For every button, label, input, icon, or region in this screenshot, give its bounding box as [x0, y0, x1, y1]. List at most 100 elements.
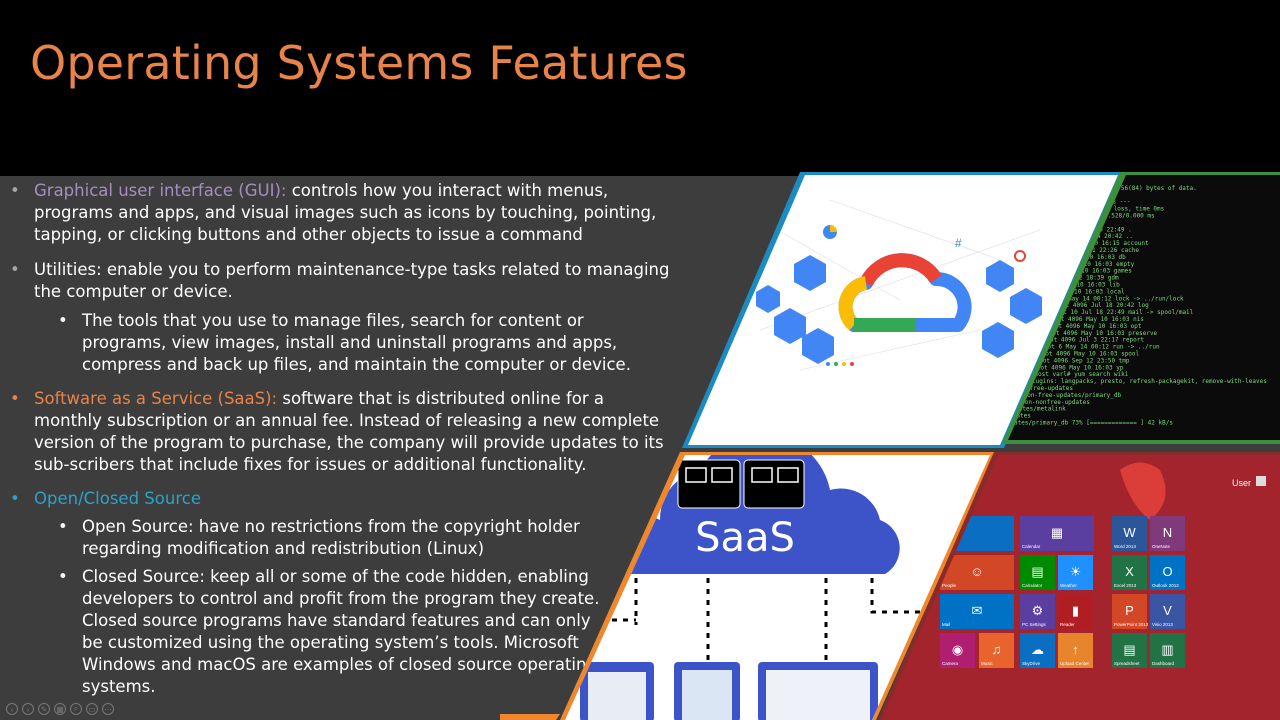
- tile-label: Reader: [1060, 622, 1075, 627]
- tile-icon: W: [1123, 525, 1136, 540]
- user-avatar: [1256, 476, 1266, 486]
- start-tile[interactable]: ◉ Camera: [940, 633, 975, 668]
- previous-icon[interactable]: ‹: [6, 703, 18, 715]
- connection-lines: [612, 578, 920, 660]
- tile-icon: ☀: [1070, 564, 1082, 579]
- pie-chart-icon: [823, 225, 837, 239]
- terminal-line: root 4096 May 10 16:03 spool: [1038, 351, 1140, 358]
- tile-icon: P: [1125, 603, 1134, 618]
- terminal-line: 11 May 14 00:12 lock -> ../run/lock: [1057, 295, 1184, 302]
- tile-label: Upload Center: [1060, 661, 1090, 666]
- tile-background: [940, 594, 1014, 629]
- tile-icon: V: [1163, 603, 1172, 618]
- tile-label: Calendar: [1022, 544, 1041, 549]
- terminal-line: May 10 16:03 empty: [1069, 261, 1134, 268]
- start-tile[interactable]: ▮ Reader: [1058, 594, 1093, 629]
- start-tile[interactable]: ☺People: [940, 555, 1014, 590]
- terminal-line: May 10 16:03 local: [1060, 288, 1125, 295]
- hexagon-icon: [774, 308, 806, 344]
- start-tile[interactable]: ▤Calculator: [1020, 555, 1055, 590]
- tile-label: Visio 2013: [1152, 622, 1173, 627]
- slides-icon[interactable]: ▦: [54, 703, 66, 715]
- terminal-line: ates: [1016, 413, 1031, 420]
- tile-label: People: [942, 583, 957, 588]
- device-screens: [580, 662, 878, 720]
- start-tile[interactable]: ↑Upload Center: [1058, 633, 1093, 668]
- zoom-icon[interactable]: ⌕: [70, 703, 82, 715]
- tile-icon: ▦: [1051, 525, 1063, 540]
- bullet-saas: • Software as a Service (SaaS): software…: [10, 388, 674, 476]
- tile-background: [1150, 555, 1185, 590]
- tile-icon: N: [1163, 525, 1172, 540]
- dots-icon: [826, 362, 854, 366]
- start-tile[interactable]: ♫Music: [979, 633, 1014, 668]
- start-tile[interactable]: V Visio 2013: [1150, 594, 1185, 629]
- terminal-line: May 10 16:03 lib: [1062, 282, 1120, 289]
- tile-icon: ♫: [992, 642, 1002, 657]
- terminal-line: root 4096 Jul 18 20:42 log: [1055, 302, 1149, 309]
- hexagon-icon: [756, 285, 780, 313]
- start-tile[interactable]: ☁SkyDrive: [1020, 633, 1055, 668]
- terminal-line: root 4096 Jul 3 22:17 report: [1043, 337, 1145, 344]
- start-tile[interactable]: ☀ Weather: [1058, 555, 1093, 590]
- pen-icon[interactable]: ✎: [38, 703, 50, 715]
- tile-label: SkyDrive: [1022, 661, 1040, 666]
- tile-icon: ⚙: [1032, 603, 1044, 618]
- start-tile[interactable]: ⚙ PC Settings: [1020, 594, 1055, 629]
- title-band: Operating Systems Features: [0, 0, 1280, 176]
- terminal-line: ates/primary_db 73% [============= ] 42 …: [1014, 420, 1173, 427]
- hexagon-icon: [1010, 288, 1042, 324]
- tile-icon: O: [1162, 564, 1172, 579]
- terminal-line: Sep 14 20:42 ..: [1079, 233, 1133, 240]
- terminal-line: May 10 16:15 account: [1076, 240, 1149, 247]
- tile-icon: ▮: [1072, 603, 1079, 618]
- terminal-output: ping(52.2) 56(84) bytes of data.tistics …: [1014, 178, 1267, 427]
- terminal-line: ates/metalink: [1019, 406, 1066, 413]
- tile-label: Weather: [1060, 583, 1077, 588]
- terminal-line: root 4096 May 10 16:03 opt: [1048, 323, 1142, 330]
- tile-icon: X: [1125, 564, 1134, 579]
- tile-icon: ▤: [1031, 564, 1043, 579]
- terminal-line: -free-updates: [1026, 385, 1073, 392]
- bullet-open-closed: • Open/Closed Source: [10, 488, 674, 510]
- tile-label: PC Settings: [1022, 622, 1047, 627]
- tile-background: [1020, 555, 1055, 590]
- terminal-line: (52.2) 56(84) bytes of data.: [1096, 185, 1197, 192]
- accent-bar: [500, 714, 560, 720]
- terminal-line: plugins: langpacks, presto, refresh-pack…: [1028, 378, 1267, 385]
- start-tile[interactable]: ▦ Calendar: [1020, 516, 1094, 551]
- start-tile[interactable]: ▥Dashboard: [1150, 633, 1185, 668]
- next-icon[interactable]: ›: [22, 703, 34, 715]
- slide-title: Operating Systems Features: [30, 36, 688, 90]
- bullet-dot: •: [58, 567, 68, 586]
- tile-icon: ◉: [952, 642, 963, 657]
- tile-background: [940, 633, 975, 668]
- fish-artwork: [1120, 462, 1166, 520]
- tile-icon: ▥: [1161, 642, 1173, 657]
- bullet-text: Closed Source: keep all or some of the c…: [82, 567, 600, 696]
- tile-label: Outlook 2013: [1152, 583, 1179, 588]
- start-tile[interactable]: ▤Spreadsheet: [1112, 633, 1147, 668]
- more-icon[interactable]: ⋯: [102, 703, 114, 715]
- tile-label: Camera: [942, 661, 959, 666]
- bullet-text: controls how you interact with menus, pr…: [34, 181, 657, 244]
- tile-background: [1020, 516, 1094, 551]
- cloud-service-icons: #: [756, 225, 1042, 366]
- subtitles-icon[interactable]: ▭: [86, 703, 98, 715]
- subbullet-closed-source: • Closed Source: keep all or some of the…: [58, 566, 602, 698]
- terminal-line: May 10 16:03 games: [1067, 268, 1132, 275]
- user-name: User: [1232, 478, 1251, 488]
- bullet-gui: • Graphical user interface (GUI): contro…: [10, 180, 674, 246]
- tile-background: [979, 633, 1014, 668]
- terminal-line: ion-free-updates/primary_db: [1024, 392, 1122, 399]
- tile-background: [1112, 633, 1147, 668]
- start-tile[interactable]: ✉Mail: [940, 594, 1014, 629]
- start-tile[interactable]: O Outlook 2013: [1150, 555, 1185, 590]
